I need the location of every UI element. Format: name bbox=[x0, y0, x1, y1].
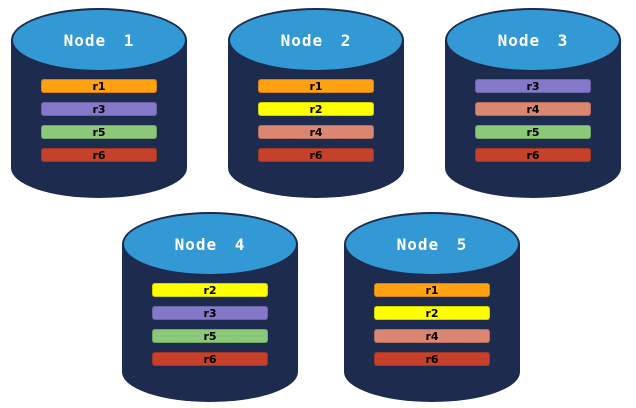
replica-list: r2 r3 r5 r6 bbox=[122, 283, 298, 366]
node-title: Node 2 bbox=[280, 30, 352, 50]
cylinder-top: Node 4 bbox=[122, 212, 298, 276]
replica-list: r1 r2 r4 r6 bbox=[228, 79, 404, 162]
replica-label: r1 bbox=[425, 283, 439, 297]
replica-bar-r6: r6 bbox=[152, 352, 268, 366]
replica-label: r1 bbox=[92, 79, 106, 93]
cylinder-top: Node 5 bbox=[344, 212, 520, 276]
database-node-2: Node 2 r1 r2 r4 r6 bbox=[228, 8, 404, 198]
database-node-3: Node 3 r3 r4 r5 r6 bbox=[445, 8, 621, 198]
replica-list: r1 r2 r4 r6 bbox=[344, 283, 520, 366]
replica-bar-r5: r5 bbox=[475, 125, 591, 139]
node-title: Node 3 bbox=[497, 30, 569, 50]
replica-bar-r1: r1 bbox=[374, 283, 490, 297]
replica-label: r6 bbox=[526, 148, 540, 162]
replica-bar-r6: r6 bbox=[475, 148, 591, 162]
replica-label: r5 bbox=[526, 125, 540, 139]
replica-bar-r2: r2 bbox=[152, 283, 268, 297]
replica-label: r3 bbox=[526, 79, 540, 93]
node-title: Node 1 bbox=[63, 30, 135, 50]
replica-bar-r6: r6 bbox=[41, 148, 157, 162]
replica-bar-r3: r3 bbox=[475, 79, 591, 93]
replica-label: r4 bbox=[309, 125, 323, 139]
replica-label: r4 bbox=[526, 102, 540, 116]
replica-bar-r3: r3 bbox=[152, 306, 268, 320]
replica-label: r6 bbox=[203, 352, 217, 366]
replica-label: r4 bbox=[425, 329, 439, 343]
node-title: Node 4 bbox=[174, 234, 246, 254]
replica-bar-r1: r1 bbox=[258, 79, 374, 93]
replica-bar-r5: r5 bbox=[152, 329, 268, 343]
replica-bar-r2: r2 bbox=[258, 102, 374, 116]
replica-bar-r5: r5 bbox=[41, 125, 157, 139]
node-title: Node 5 bbox=[396, 234, 468, 254]
replica-label: r6 bbox=[425, 352, 439, 366]
replica-bar-r6: r6 bbox=[374, 352, 490, 366]
replica-label: r5 bbox=[203, 329, 217, 343]
replica-bar-r4: r4 bbox=[258, 125, 374, 139]
replica-label: r6 bbox=[309, 148, 323, 162]
replica-bar-r1: r1 bbox=[41, 79, 157, 93]
replica-label: r6 bbox=[92, 148, 106, 162]
replica-bar-r3: r3 bbox=[41, 102, 157, 116]
database-node-5: Node 5 r1 r2 r4 r6 bbox=[344, 212, 520, 402]
cylinder-top: Node 3 bbox=[445, 8, 621, 72]
replica-bar-r4: r4 bbox=[374, 329, 490, 343]
database-node-1: Node 1 r1 r3 r5 r6 bbox=[11, 8, 187, 198]
cylinder-top: Node 1 bbox=[11, 8, 187, 72]
cylinder-top: Node 2 bbox=[228, 8, 404, 72]
replica-label: r2 bbox=[425, 306, 439, 320]
replica-label: r5 bbox=[92, 125, 106, 139]
database-node-4: Node 4 r2 r3 r5 r6 bbox=[122, 212, 298, 402]
replica-bar-r4: r4 bbox=[475, 102, 591, 116]
replica-list: r1 r3 r5 r6 bbox=[11, 79, 187, 162]
replica-bar-r2: r2 bbox=[374, 306, 490, 320]
replica-label: r3 bbox=[203, 306, 217, 320]
replica-label: r2 bbox=[203, 283, 217, 297]
replica-bar-r6: r6 bbox=[258, 148, 374, 162]
replica-label: r2 bbox=[309, 102, 323, 116]
replica-label: r1 bbox=[309, 79, 323, 93]
replica-label: r3 bbox=[92, 102, 106, 116]
replica-list: r3 r4 r5 r6 bbox=[445, 79, 621, 162]
